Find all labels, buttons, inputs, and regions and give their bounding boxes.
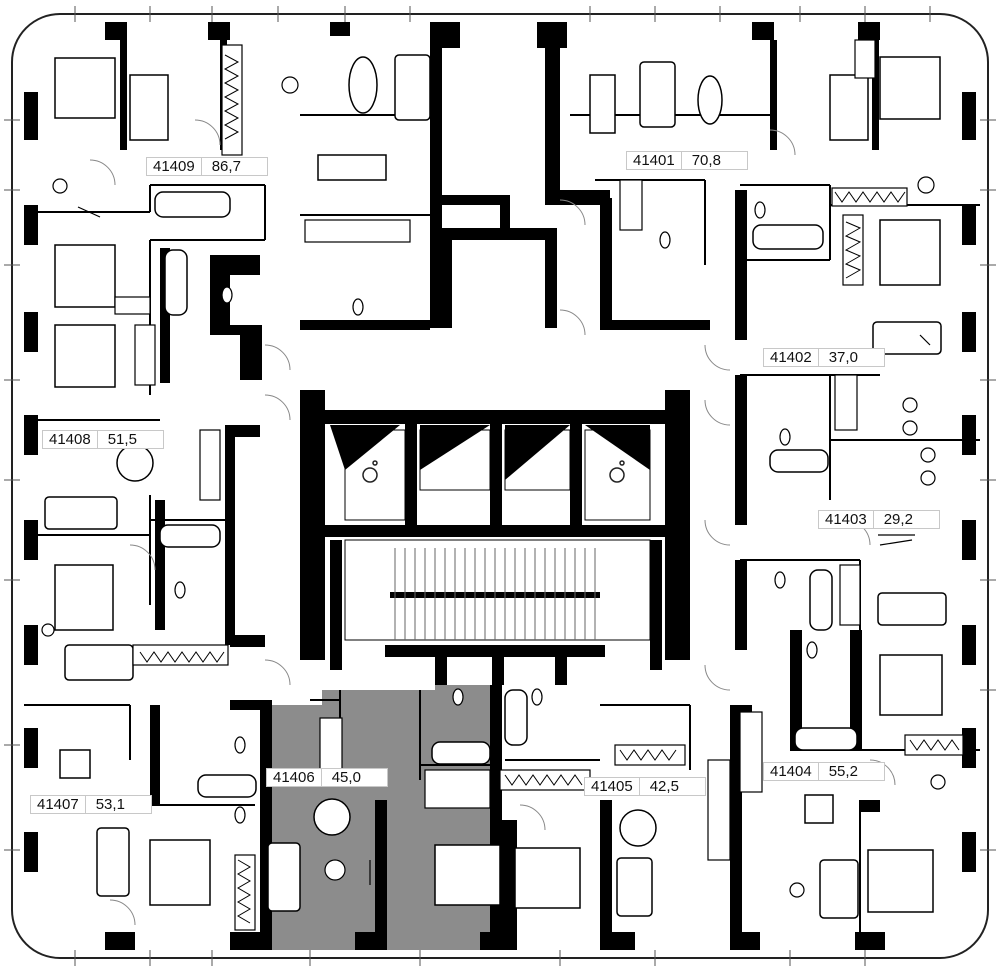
apartment-number: 41409 [153, 158, 195, 175]
apartment-label-41404[interactable]: 41404 55,2 [763, 762, 885, 781]
bed-icon [54, 56, 943, 913]
apartment-label-41407[interactable]: 41407 53,1 [30, 795, 152, 814]
apartment-area: 37,0 [817, 349, 872, 366]
apartment-area: 55,2 [817, 763, 872, 780]
apartment-label-41409[interactable]: 41409 86,7 [146, 157, 268, 176]
apartment-label-41402[interactable]: 41402 37,0 [763, 348, 885, 367]
toilet-icon [174, 201, 818, 824]
dining-table-icon [59, 56, 834, 847]
wardrobe-hanger-marks [139, 54, 960, 924]
apartment-area: 29,2 [872, 511, 927, 528]
apartment-number: 41408 [49, 431, 91, 448]
bearing-walls [24, 22, 976, 950]
window-bench-icon [24, 206, 931, 905]
apartment-number: 41407 [37, 796, 79, 813]
apartment-label-41401[interactable]: 41401 70,8 [626, 151, 748, 170]
elevator-shafts [330, 425, 651, 521]
apartment-number: 41405 [591, 778, 633, 795]
kitchen-counter-icon [199, 179, 858, 861]
bathtub-icon [154, 191, 858, 798]
apartment-area: 51,5 [96, 431, 151, 448]
apartment-number: 41404 [770, 763, 812, 780]
apartment-number: 41402 [770, 349, 812, 366]
window-ticks [4, 6, 996, 966]
staircase[interactable] [344, 539, 651, 641]
apartment-number: 41403 [825, 511, 867, 528]
chair-icon [41, 76, 946, 898]
apartment-label-41408[interactable]: 41408 51,5 [42, 430, 164, 449]
apartment-area: 53,1 [84, 796, 139, 813]
wheelchair-icon [362, 460, 625, 483]
apartment-label-41403[interactable]: 41403 29,2 [818, 510, 940, 529]
apartment-label-41405[interactable]: 41405 42,5 [584, 777, 706, 796]
sofa-icon [44, 54, 947, 919]
building-outline [11, 13, 989, 959]
apartment-area: 86,7 [200, 158, 255, 175]
door-swing-icon [89, 119, 896, 926]
apartment-area: 70,8 [680, 152, 735, 169]
apartment-number: 41401 [633, 152, 675, 169]
apartment-number: 41406 [273, 769, 315, 786]
apartment-label-41406[interactable]: 41406 45,0 [266, 768, 388, 787]
apartment-area: 42,5 [638, 778, 693, 795]
apartment-area: 45,0 [320, 769, 375, 786]
